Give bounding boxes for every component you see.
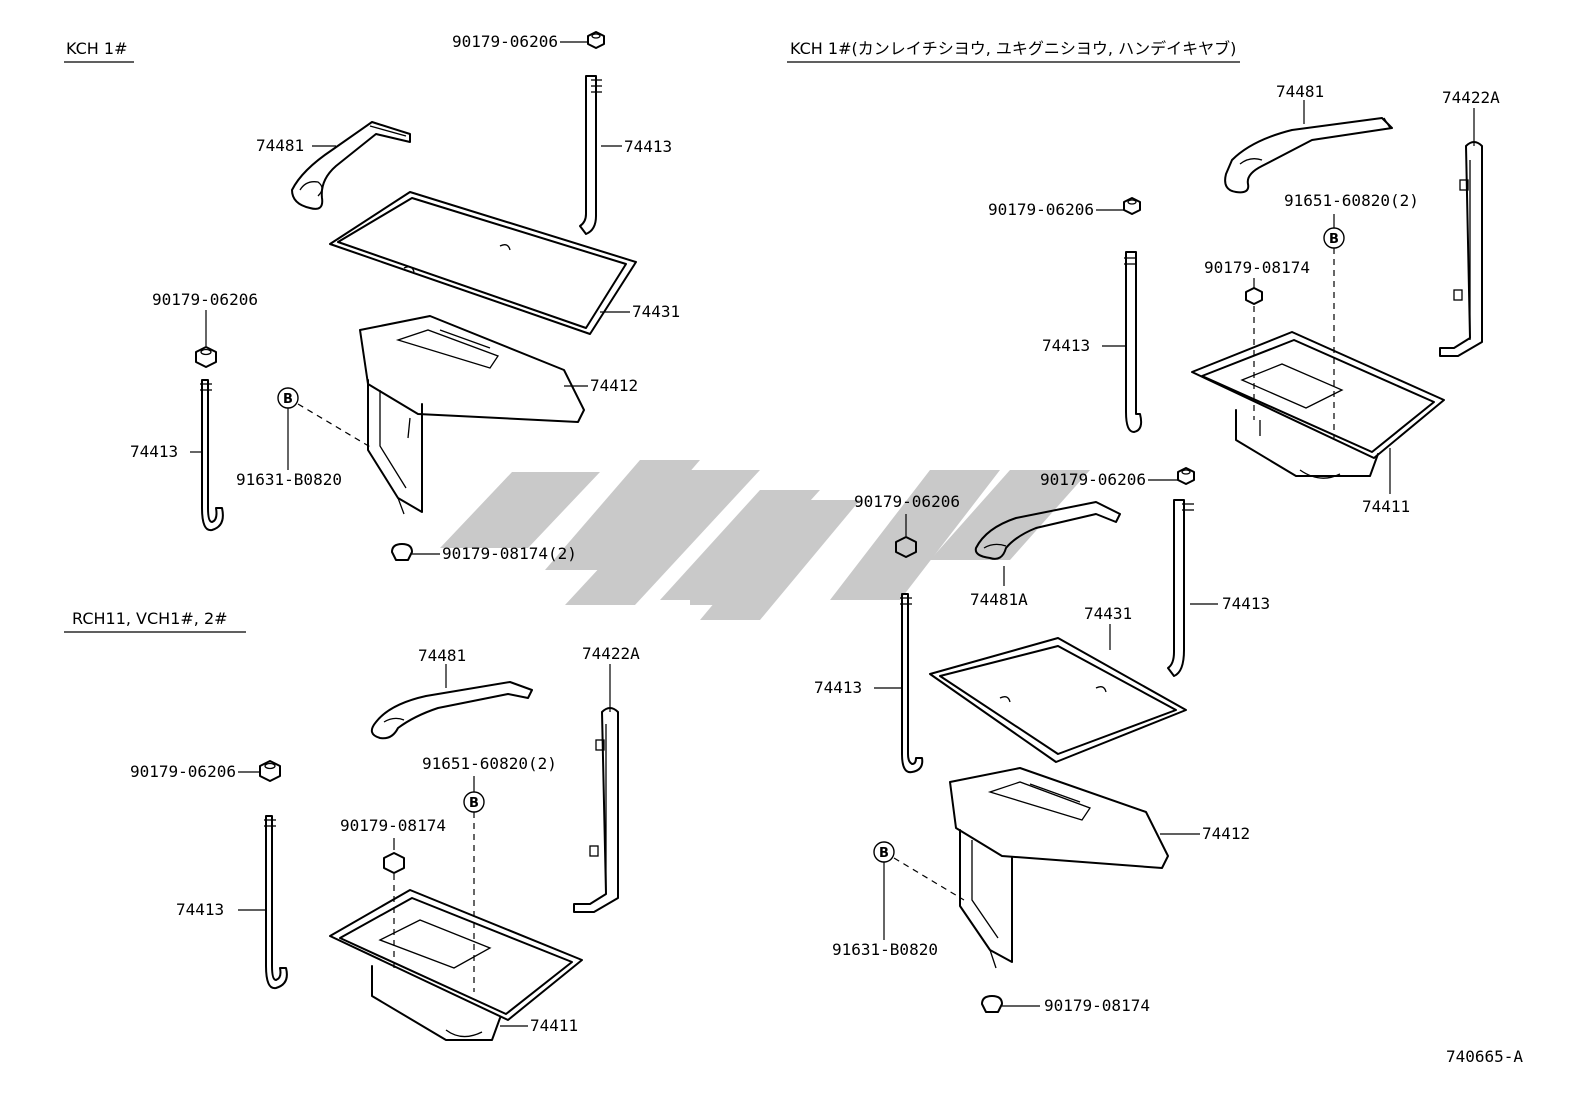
bolt-marker-b: B bbox=[1323, 227, 1345, 249]
battery-tray-b7 bbox=[1191, 331, 1445, 479]
svg-text:B: B bbox=[283, 392, 293, 407]
svg-text:B: B bbox=[469, 796, 479, 811]
part-label-b4: 91651-60820(2) bbox=[1284, 191, 1419, 210]
rod-a3 bbox=[579, 75, 602, 235]
part-label-c8: 91631-B0820 bbox=[832, 940, 938, 959]
part-label-c1: 90179-06206 bbox=[1040, 470, 1146, 489]
part-label-a9: 90179-08174(2) bbox=[442, 544, 577, 563]
part-label-d3: 91651-60820(2) bbox=[422, 754, 557, 773]
nut-d4 bbox=[259, 760, 281, 782]
clamp-b1 bbox=[1224, 117, 1393, 194]
part-label-d6: 74413 bbox=[176, 900, 224, 919]
part-label-d2: 74422A bbox=[582, 644, 640, 663]
dashed-leader bbox=[893, 857, 965, 901]
nut-a9 bbox=[391, 543, 413, 561]
part-label-c6: 74413 bbox=[814, 678, 862, 697]
part-label-c9: 90179-08174 bbox=[1044, 996, 1150, 1015]
part-label-a5: 90179-06206 bbox=[152, 290, 258, 309]
part-label-b2: 74422A bbox=[1442, 88, 1500, 107]
part-label-c7: 74412 bbox=[1202, 824, 1250, 843]
watermark-logo bbox=[440, 460, 1090, 620]
part-label-c3: 74481A bbox=[970, 590, 1028, 609]
part-label-c4: 74431 bbox=[1084, 604, 1132, 623]
tray-gasket-a4 bbox=[329, 191, 637, 335]
part-label-a6: 74412 bbox=[590, 376, 638, 395]
rod-a7 bbox=[200, 379, 224, 532]
dashed-leader bbox=[297, 403, 373, 449]
rod-c6 bbox=[900, 593, 924, 774]
part-label-c2: 90179-06206 bbox=[854, 492, 960, 511]
nut-a5 bbox=[195, 346, 217, 368]
clamp-d1 bbox=[370, 681, 533, 740]
part-label-a7: 74413 bbox=[130, 442, 178, 461]
part-label-a3: 74413 bbox=[624, 137, 672, 156]
rod-b6 bbox=[1124, 251, 1143, 433]
part-label-b5: 90179-08174 bbox=[1204, 258, 1310, 277]
clamp-c3 bbox=[974, 501, 1121, 560]
bracket-c7 bbox=[949, 767, 1169, 969]
nut-b5 bbox=[1245, 287, 1263, 305]
support-rod-b2 bbox=[1439, 141, 1483, 357]
part-label-b6: 74413 bbox=[1042, 336, 1090, 355]
rod-c5 bbox=[1167, 499, 1194, 677]
part-label-a8: 91631-B0820 bbox=[236, 470, 342, 489]
section-title-kch-cold: KCH 1#(カンレイチシヨウ, ユキグニシヨウ, ハンデイキヤブ) bbox=[790, 39, 1236, 58]
section-title-rch-vch: RCH11, VCH1#, 2# bbox=[72, 609, 228, 628]
nut-c9 bbox=[981, 995, 1003, 1013]
part-label-d7: 74411 bbox=[530, 1016, 578, 1035]
bolt-marker-a: B bbox=[277, 387, 299, 409]
nut-a1 bbox=[587, 31, 605, 49]
part-label-b7: 74411 bbox=[1362, 497, 1410, 516]
battery-tray-d7 bbox=[329, 889, 583, 1041]
drawing-number: 740665-A bbox=[1446, 1047, 1523, 1066]
bolt-marker-d: B bbox=[463, 791, 485, 813]
part-label-a2: 74481 bbox=[256, 136, 304, 155]
section-title-kch: KCH 1# bbox=[66, 39, 128, 58]
nut-c1 bbox=[1177, 467, 1195, 485]
part-label-d1: 74481 bbox=[418, 646, 466, 665]
clamp-a2 bbox=[291, 121, 411, 210]
part-label-a1: 90179-06206 bbox=[452, 32, 558, 51]
svg-text:B: B bbox=[1329, 232, 1339, 247]
part-label-d4: 90179-06206 bbox=[130, 762, 236, 781]
part-label-d5: 90179-08174 bbox=[340, 816, 446, 835]
nut-c2 bbox=[895, 536, 917, 558]
rod-d6 bbox=[264, 815, 288, 990]
nut-d5 bbox=[383, 852, 405, 874]
nut-b3 bbox=[1123, 197, 1141, 215]
part-label-c5: 74413 bbox=[1222, 594, 1270, 613]
tray-gasket-c4 bbox=[929, 637, 1187, 763]
svg-text:B: B bbox=[879, 846, 889, 861]
support-rod-d2 bbox=[573, 707, 619, 913]
part-label-a4: 74431 bbox=[632, 302, 680, 321]
part-label-b1: 74481 bbox=[1276, 82, 1324, 101]
bolt-marker-c: B bbox=[873, 841, 895, 863]
bracket-a6 bbox=[359, 315, 585, 515]
part-label-b3: 90179-06206 bbox=[988, 200, 1094, 219]
